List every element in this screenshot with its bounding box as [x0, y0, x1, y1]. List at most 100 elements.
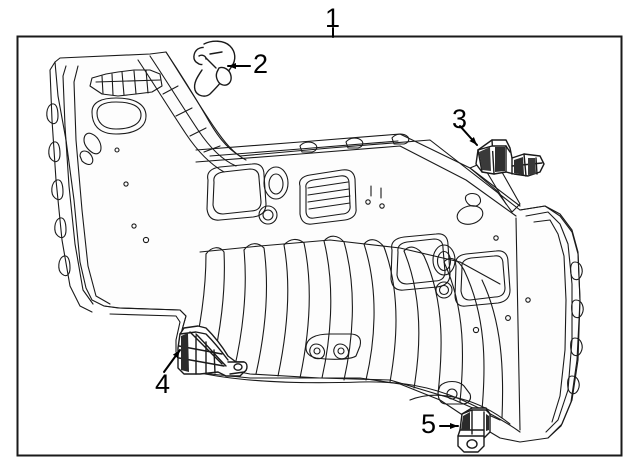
part3-fill-tab2 [528, 158, 536, 175]
grille-bar-2 [307, 188, 350, 196]
upper-shelf-bottom [195, 145, 517, 217]
wheel-arch-rib-2 [175, 107, 193, 117]
part4-rib-3 [213, 349, 216, 374]
right-rect-cutout-a-inner [396, 238, 446, 285]
rib-12 [423, 255, 442, 395]
corrugation-cap-6 [403, 246, 425, 257]
part2-hook-tip [215, 66, 232, 86]
corrugation-cap-3 [283, 238, 305, 246]
hole-left-3 [142, 236, 150, 244]
right-flange-inner-2 [533, 219, 567, 423]
bracket-part-4 [177, 325, 248, 377]
part5-fill-left [461, 412, 470, 430]
part2-arm-outline [193, 40, 236, 97]
part5-fill-tab [486, 414, 489, 431]
shelf-bump-3 [391, 133, 410, 145]
center-large-hole [263, 166, 289, 200]
callout-label-1: 1 [325, 3, 341, 33]
hole-right-1 [493, 235, 499, 241]
rib-15 [481, 279, 504, 419]
part4-foot-hole [233, 363, 243, 371]
towhook-detail-body [305, 333, 362, 360]
right-rect-cutout-a [390, 233, 451, 291]
rib-5 [277, 244, 289, 377]
corrugation-cap-2 [243, 243, 265, 251]
part3-face-left [477, 149, 483, 173]
left-inner-wall [73, 65, 111, 305]
lower-right-mount-a [437, 380, 472, 405]
left-notch-5 [58, 255, 71, 277]
serration-e [145, 69, 149, 94]
left-notch-2 [48, 141, 61, 163]
right-rect-cutout-b [454, 250, 511, 307]
hole-center-1 [365, 199, 371, 205]
corrugation-cap-4 [323, 235, 345, 243]
hole-right-2 [525, 297, 531, 303]
part3-ridge-4 [535, 157, 538, 175]
shelf-bump-1 [299, 141, 318, 153]
corrugation-boundary-top [199, 239, 501, 285]
right-notch-3 [570, 337, 583, 357]
wheel-arch-outer [165, 51, 247, 161]
right-notch-1 [570, 261, 583, 281]
part2-detail-1 [209, 51, 223, 55]
right-notch-4 [567, 375, 580, 395]
bracket-part-3 [475, 139, 545, 177]
grille-bar-1 [307, 181, 349, 189]
hole-left-2 [131, 223, 137, 229]
callout-label-4: 4 [155, 369, 171, 399]
rib-11 [403, 250, 420, 389]
rib-10 [383, 246, 397, 383]
right-rect-cutout-b-inner [460, 255, 506, 301]
wheel-arch-rib-3 [189, 127, 207, 137]
left-flange-inner [62, 65, 94, 305]
rib-4 [255, 247, 267, 375]
leader-4 [163, 349, 181, 373]
wheel-arch-rib-1 [162, 85, 179, 95]
rib-7 [321, 240, 332, 379]
part3-fill-tab [514, 157, 524, 175]
center-right-grille-inner [305, 175, 351, 219]
center-large-hole-inner [268, 173, 284, 195]
serration-b [111, 73, 114, 96]
upper-shelf-mid [209, 140, 399, 157]
shelf-bump-2 [345, 137, 364, 149]
callout-label-5: 5 [421, 409, 437, 439]
wheel-arch-inner [137, 59, 225, 173]
grille-bar-3 [307, 195, 351, 203]
wheel-arch-mid [149, 55, 237, 167]
right-large-hole-inner [436, 250, 452, 272]
towhook-boss-2 [333, 343, 350, 360]
serration-c [121, 71, 125, 96]
left-notch-1 [46, 103, 59, 125]
left-oval-cutout-inner [96, 101, 142, 130]
right-flange-inner-1 [525, 211, 573, 433]
part4-inner-curve-2 [195, 333, 227, 367]
rib-8 [343, 241, 353, 381]
right-notch-2 [571, 299, 584, 319]
corrugation-cap-7 [443, 258, 465, 271]
serration-f [95, 79, 161, 83]
center-left-rect-cutout-inner [212, 168, 262, 215]
part3-fill-mid [495, 147, 505, 172]
grille-bar-4 [308, 202, 351, 210]
bracket-part-5 [457, 407, 491, 453]
right-flange-edge-line [515, 217, 521, 431]
towhook-boss-1 [309, 343, 326, 360]
left-oval-cutout [91, 97, 147, 135]
slot-center-pair [370, 185, 382, 199]
part2-detail-2 [205, 57, 217, 69]
hole-left-4 [114, 147, 120, 153]
rib-13 [443, 261, 464, 403]
callout-leaders [163, 27, 478, 429]
towhook-hole-1 [313, 347, 321, 355]
left-slot-1 [83, 132, 102, 155]
towhook-hole-2 [337, 347, 345, 355]
center-small-hole-inner [262, 209, 274, 221]
rib-3 [233, 249, 246, 371]
hole-right-3 [505, 315, 511, 321]
center-left-rect-cutout [206, 163, 267, 221]
left-slot-2 [79, 150, 94, 166]
rib-6 [299, 242, 310, 379]
